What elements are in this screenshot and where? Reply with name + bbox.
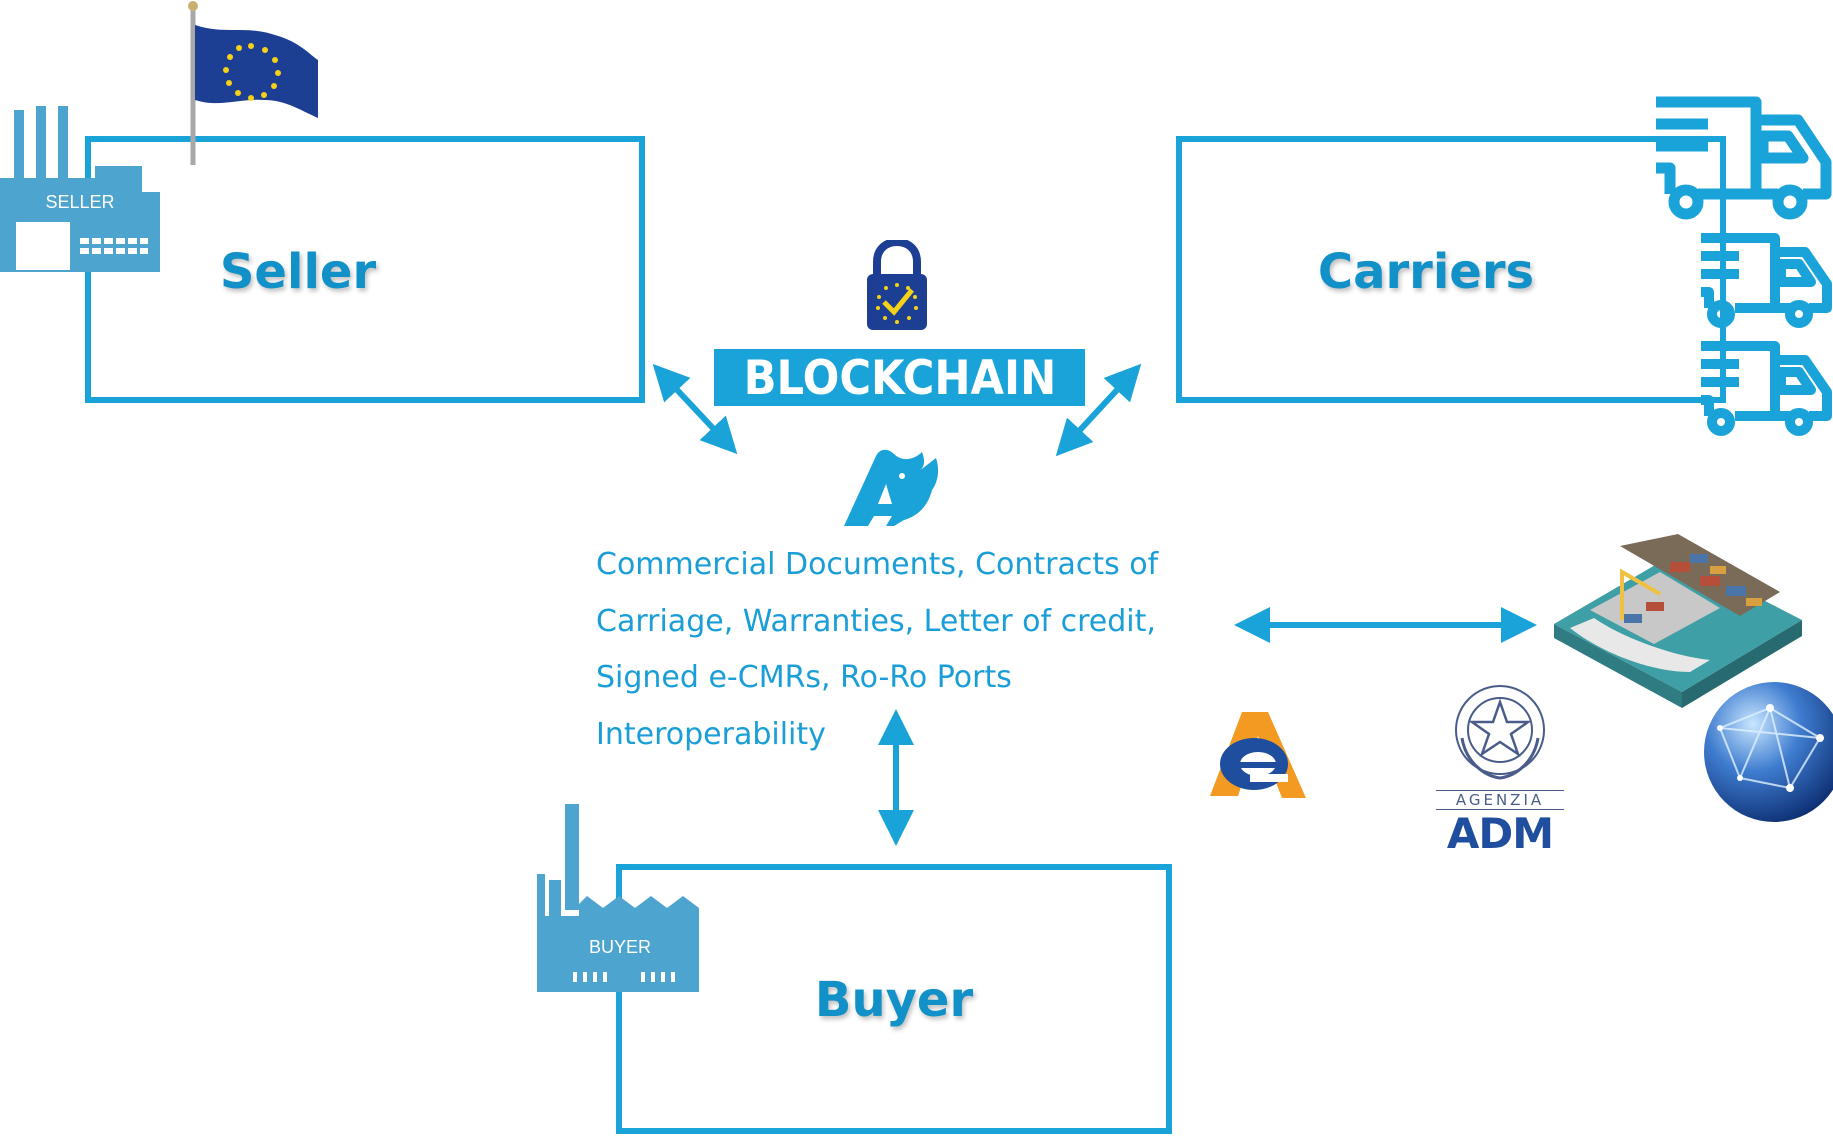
rhino-logo-icon (844, 449, 939, 526)
truck-icon (1701, 233, 1832, 328)
seller-title: Seller (219, 244, 377, 300)
globe-network-icon (1704, 682, 1833, 822)
buyer-box: Buyer (616, 864, 1172, 1134)
carriers-arrow (1055, 363, 1142, 457)
agenzia-entrate-logo-icon (1210, 712, 1306, 798)
carriers-box: Carriers (1176, 136, 1726, 403)
adm-emblem-icon (1455, 685, 1545, 780)
adm-name: ADM (1446, 809, 1554, 858)
buyer-factory-label: BUYER (588, 937, 651, 957)
buyer-factory-icon (537, 804, 699, 992)
port-ship-icon (1554, 534, 1802, 708)
buyer-title: Buyer (814, 972, 974, 1028)
eu-flag-icon (188, 1, 318, 165)
adm-agency-label: AGENZIA (1436, 790, 1564, 810)
blockchain-banner: BLOCKCHAIN (714, 349, 1085, 406)
description-line: Signed e-CMRs, Ro-Ro Ports (596, 660, 1012, 695)
adm-logo: AGENZIA ADM (1436, 790, 1564, 858)
seller-box: Seller (85, 136, 645, 403)
description-line: Interoperability (596, 716, 826, 752)
blockchain-lock-icon (867, 240, 927, 330)
truck-icon (1701, 341, 1832, 436)
documents-description: Commercial Documents, Contracts of Carri… (596, 537, 1186, 763)
carriers-title: Carriers (1317, 244, 1535, 300)
seller-arrow (652, 363, 738, 455)
description-line: Commercial Documents, Contracts of (596, 547, 1159, 582)
description-line: Carriage, Warranties, Letter of credit, (596, 603, 1156, 639)
truck-icon (1656, 96, 1832, 220)
seller-factory-label: SELLER (45, 192, 115, 212)
seller-factory-icon (0, 106, 160, 272)
